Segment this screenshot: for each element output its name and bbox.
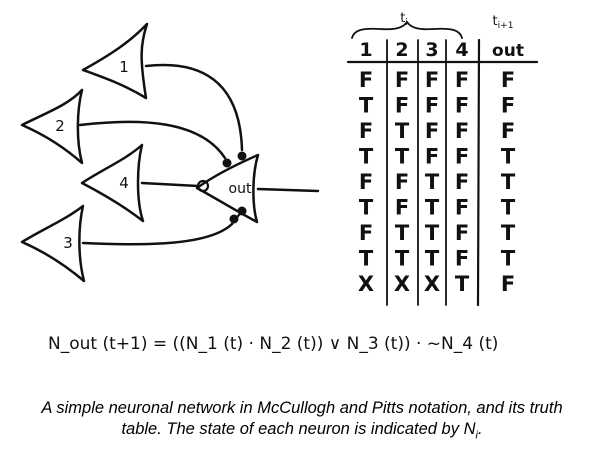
neuron-2-label: 2 [55,117,65,135]
table-cell: T [425,247,440,271]
neuron-2: 2 [20,88,84,165]
table-cell: T [501,170,516,194]
table-cell: F [455,94,469,118]
table-cell: F [425,119,439,143]
synapse-excitatory-2 [222,158,232,168]
table-cell: X [424,272,440,296]
table-cell: F [501,272,515,296]
table-cell: T [395,247,410,271]
synapse-excitatory-1 [237,151,247,161]
table-cell: T [501,145,516,169]
table-header-3: 3 [425,39,438,61]
table-cell: X [394,272,410,296]
table-header-2: 2 [395,39,408,61]
table-cell: F [501,94,515,118]
table-cell: F [359,119,373,143]
table-cell: F [501,119,515,143]
table-cell: T [395,119,410,143]
table-cell: T [359,145,374,169]
table-cell: T [359,247,374,271]
table-cell: T [395,221,410,245]
table-cell: F [455,247,469,271]
synapse-inhibitory-4 [196,179,210,193]
table-cell: T [501,196,516,220]
equation: N_out (t+1) = ((N_1 (t) · N_2 (t)) ∨ N_3… [48,334,498,354]
axon-2-to-out [78,120,227,160]
neuron-3: 3 [20,204,86,283]
table-cell: F [359,221,373,245]
axon-3-branch [230,209,244,226]
axon-1-to-out [144,63,244,152]
column-rule-out [476,38,481,307]
table-cell: F [395,196,409,220]
table-cell: F [455,221,469,245]
neuron-1: 1 [81,22,149,100]
table-cell: X [358,272,374,296]
table-cell: T [359,196,374,220]
neuron-3-label: 3 [63,234,73,252]
figure-caption: A simple neuronal network in McCullogh a… [0,398,604,446]
table-cell: T [501,247,516,271]
axon-3-to-out [81,222,234,246]
table-cell: F [359,170,373,194]
table-cell: F [501,68,515,92]
table-cell: F [425,94,439,118]
table-cell: F [395,94,409,118]
table-cell: T [359,94,374,118]
table-cell: F [455,68,469,92]
table-cell: T [425,196,440,220]
table-cell: T [425,221,440,245]
table-cell: F [425,68,439,92]
neuron-4-label: 4 [119,174,129,192]
output-axon [256,187,320,193]
neuron-4: 4 [80,143,145,223]
table-cell: F [425,145,439,169]
table-cell: F [455,119,469,143]
table-cell: F [395,68,409,92]
time-label-next: ti+1 [493,14,514,31]
time-brace [351,21,463,39]
table-cell: F [455,145,469,169]
table-header-out: out [492,41,524,61]
axon-4-to-out [140,181,200,188]
network-diagram: 1 2 4 3 out [20,22,320,283]
table-cell: T [395,145,410,169]
table-header-4: 4 [455,39,468,61]
table-cell: F [395,170,409,194]
table-cell: F [455,170,469,194]
table-cell: T [455,272,470,296]
table-header-1: 1 [359,39,372,61]
time-label-t: ti [400,11,408,28]
neuron-1-label: 1 [119,58,129,76]
caption-line-2: table. The state of each neuron is indic… [121,420,483,442]
table-cell: T [501,221,516,245]
table-cell: F [359,68,373,92]
caption-line-1: A simple neuronal network in McCullogh a… [41,399,563,417]
neuron-out-label: out [229,181,252,197]
table-cell: F [455,196,469,220]
neuron-out: out [195,153,320,224]
table-cell: T [425,170,440,194]
